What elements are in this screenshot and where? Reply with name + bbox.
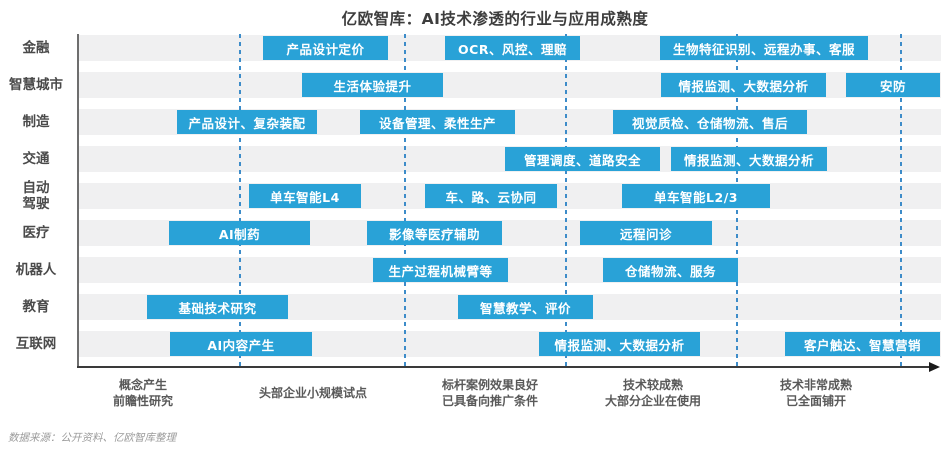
application-bar: 生活体验提升 (302, 73, 443, 97)
application-bar: 生物特征识别、远程办事、客服 (660, 36, 868, 60)
x-axis-line (77, 366, 930, 368)
stage-divider-dashed-line (404, 34, 406, 366)
application-bar: 安防 (846, 73, 940, 97)
application-bar: 远程问诊 (580, 221, 712, 245)
application-bar: AI内容产生 (170, 332, 312, 356)
row-band (79, 257, 941, 283)
stage-divider-dashed-line (900, 34, 902, 366)
row-label-industry: 教育 (22, 298, 50, 315)
row-label-industry: 制造 (22, 113, 50, 130)
row-label-industry: 自动 驾驶 (22, 179, 50, 212)
application-bar: 情报监测、大数据分析 (671, 147, 827, 171)
row-label-industry: 机器人 (15, 261, 57, 278)
application-bar: 车、路、云协同 (425, 184, 557, 208)
y-axis-line (77, 34, 79, 368)
application-bar: 客户触达、智慧营销 (785, 332, 940, 356)
row-label-industry: 医疗 (22, 224, 50, 241)
row-label-industry: 智慧城市 (9, 76, 63, 93)
application-bar: 视觉质检、仓储物流、售后 (613, 110, 807, 134)
stage-divider-dashed-line (239, 34, 241, 366)
application-bar: 影像等医疗辅助 (367, 221, 502, 245)
chart-title: 亿欧智库：AI技术渗透的行业与应用成熟度 (341, 10, 649, 28)
application-bar: 情报监测、大数据分析 (661, 73, 826, 97)
maturity-stage-label: 技术非常成熟 已全面铺开 (779, 378, 853, 409)
application-bar: 管理调度、道路安全 (505, 147, 660, 171)
application-bar: 生产过程机械臂等 (373, 258, 508, 282)
application-bar: OCR、风控、理赔 (445, 36, 580, 60)
maturity-stage-label: 概念产生 前瞻性研究 (112, 378, 174, 409)
stage-divider-dashed-line (565, 34, 567, 366)
row-label-industry: 金融 (22, 39, 50, 56)
application-bar: 单车智能L4 (249, 184, 361, 208)
row-label-industry: 交通 (22, 150, 50, 167)
maturity-stage-label: 技术较成熟 大部分企业在使用 (604, 378, 702, 409)
application-bar: 仓储物流、服务 (603, 258, 738, 282)
application-bar: AI制药 (169, 221, 310, 245)
application-bar: 基础技术研究 (147, 295, 288, 319)
application-bar: 情报监测、大数据分析 (539, 332, 700, 356)
maturity-stage-label: 标杆案例效果良好 已具备向推广条件 (441, 378, 539, 409)
row-label-industry: 互联网 (15, 335, 57, 352)
application-bar: 产品设计、复杂装配 (177, 110, 317, 134)
application-bar: 设备管理、柔性生产 (360, 110, 515, 134)
x-axis-arrow-icon (929, 362, 940, 372)
data-source-note: 数据来源：公开资料、亿欧智库整理 (8, 432, 176, 444)
application-bar: 智慧教学、评价 (458, 295, 593, 319)
application-bar: 产品设计定价 (263, 36, 388, 60)
application-bar: 单车智能L2/3 (622, 184, 770, 208)
maturity-stage-label: 头部企业小规模试点 (258, 386, 368, 400)
